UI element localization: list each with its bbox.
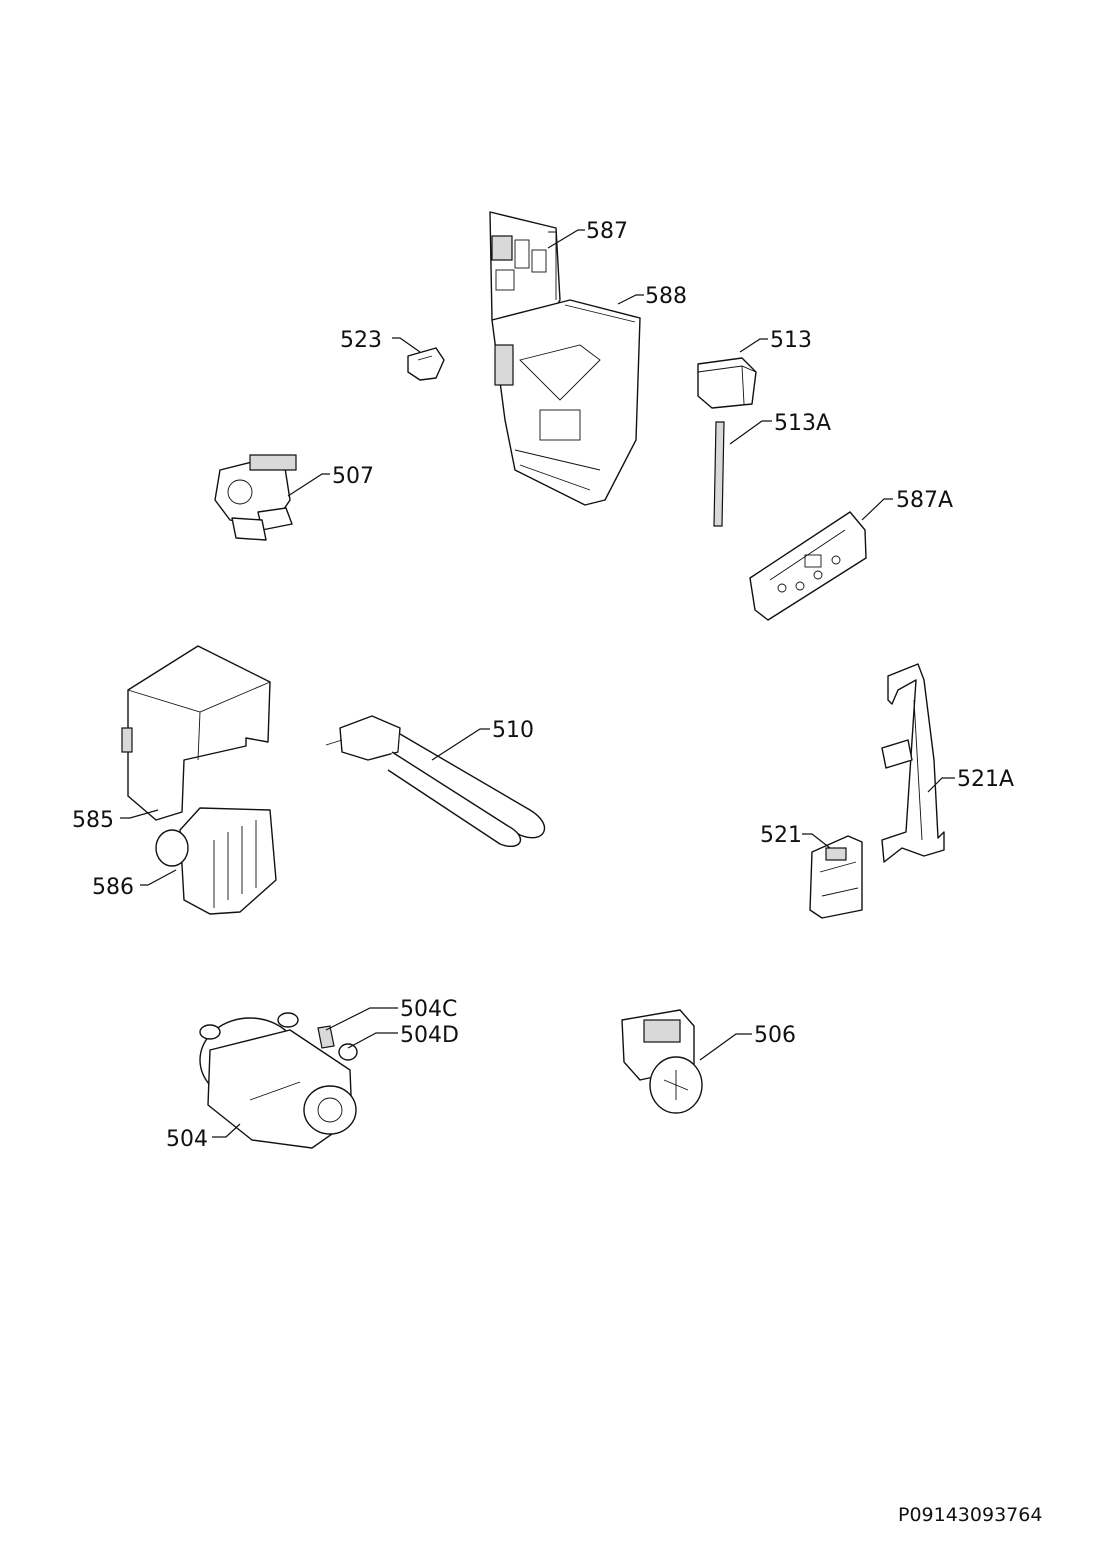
label-587: 587 (586, 219, 628, 244)
label-510: 510 (492, 718, 534, 743)
part-586-heatsink[interactable] (155, 807, 277, 915)
part-504C-screw[interactable] (317, 1025, 335, 1049)
label-585: 585 (72, 808, 114, 833)
part-513-sensor[interactable] (697, 357, 757, 409)
callout-labels: 587 588 523 513 513A 507 587A 510 521A 5… (72, 219, 1014, 1152)
label-588: 588 (645, 284, 687, 309)
part-513A-rod[interactable] (713, 421, 725, 527)
label-586: 586 (92, 875, 134, 900)
part-523-clip[interactable] (407, 347, 445, 381)
label-521: 521 (760, 823, 802, 848)
part-587A-control-board[interactable] (749, 511, 867, 621)
label-513: 513 (770, 328, 812, 353)
part-521-door-lock[interactable] (809, 835, 863, 919)
label-587A: 587A (896, 488, 953, 513)
label-504D: 504D (400, 1023, 459, 1048)
reference-code: P09143093764 (898, 1504, 1042, 1526)
part-504-motor[interactable] (199, 1012, 357, 1149)
label-504: 504 (166, 1127, 208, 1152)
part-510-heating-element[interactable] (325, 715, 546, 847)
label-506: 506 (754, 1023, 796, 1048)
label-504C: 504C (400, 997, 457, 1022)
leader-lines (120, 229, 955, 1138)
part-506-drain-pump[interactable] (621, 1009, 703, 1114)
label-521A: 521A (957, 767, 1014, 792)
part-585-cover[interactable] (121, 645, 271, 821)
label-513A: 513A (774, 411, 831, 436)
label-507: 507 (332, 464, 374, 489)
part-521A-bracket[interactable] (881, 663, 945, 863)
part-507-inlet-valve[interactable] (214, 454, 297, 541)
label-523: 523 (340, 328, 382, 353)
part-504D-bushing[interactable] (338, 1043, 358, 1061)
part-588-board-housing[interactable] (491, 299, 641, 506)
